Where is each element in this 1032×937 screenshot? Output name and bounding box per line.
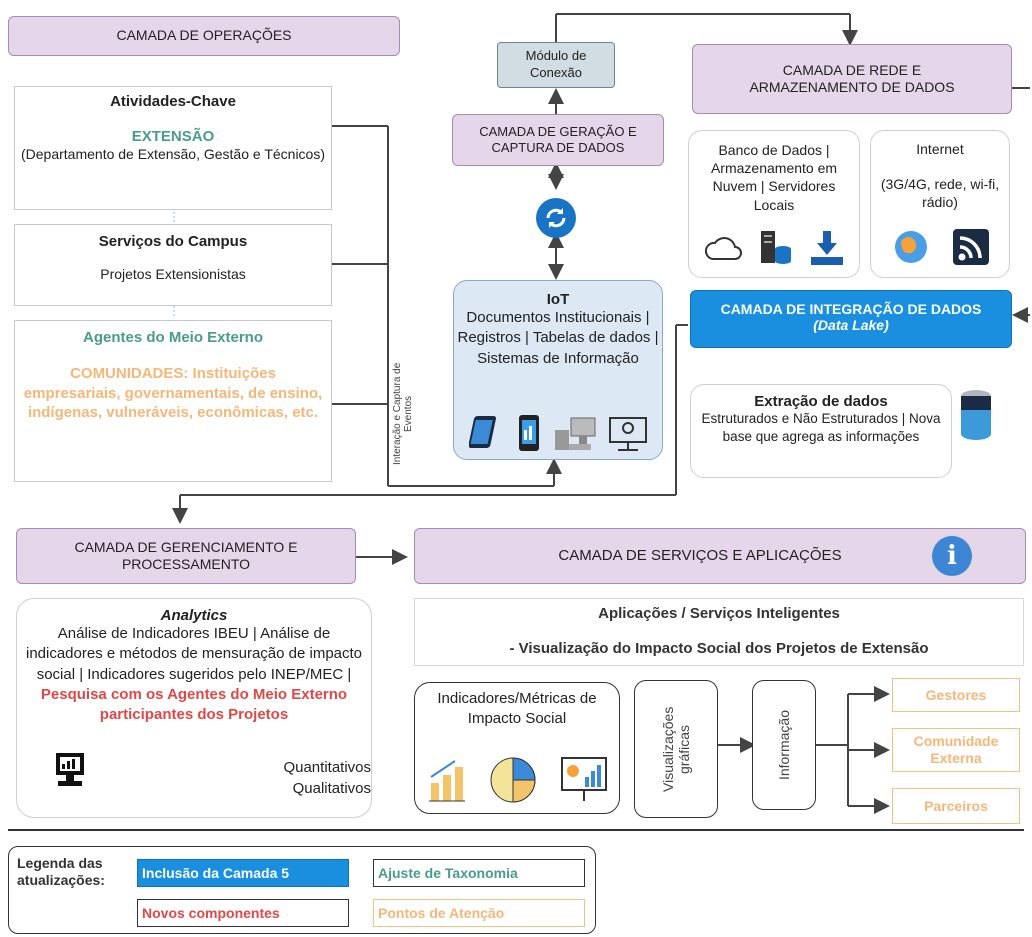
management-title: CAMADA DE GERENCIAMENTO E PROCESSAMENTO bbox=[74, 538, 298, 573]
legend-title: Legenda das atualizações: bbox=[17, 855, 105, 888]
operations-title: CAMADA DE OPERAÇÕES bbox=[116, 27, 292, 44]
legend-attention-points: Pontos de Atenção bbox=[373, 899, 585, 927]
graphic-visualizations-box: Visualizações gráficas bbox=[634, 680, 718, 818]
iot-description: Documentos Institucionais | Registros | … bbox=[457, 309, 659, 367]
legend-taxonomy-label: Ajuste de Taxonomia bbox=[378, 865, 518, 881]
information-box: Informação bbox=[752, 680, 816, 810]
management-layer-title: CAMADA DE GERENCIAMENTO E PROCESSAMENTO bbox=[16, 528, 356, 584]
data-extraction-box: Extração de dados Estruturados e Não Est… bbox=[690, 384, 952, 478]
output-managers: Gestores bbox=[892, 678, 1020, 712]
server-database-icon bbox=[761, 231, 791, 264]
impact-metrics-title: Indicadores/Métricas de Impacto Social bbox=[437, 690, 597, 727]
smart-apps-description: - Visualização do Impacto Social dos Pro… bbox=[509, 640, 929, 657]
information-label: Informação bbox=[776, 709, 792, 781]
smart-apps-box: Aplicações / Serviços Inteligentes - Vis… bbox=[414, 598, 1024, 666]
connection-module-label: Módulo de Conexão bbox=[525, 48, 587, 80]
legend-new-components-label: Novos componentes bbox=[142, 905, 280, 921]
output-external-community: Comunidade Externa bbox=[892, 728, 1020, 772]
integration-subtitle: (Data Lake) bbox=[813, 317, 889, 333]
analytics-box: Analytics Análise de Indicadores IBEU | … bbox=[16, 598, 372, 818]
qualitative-label: Qualitativos bbox=[292, 780, 371, 797]
legend-attention-points-label: Pontos de Atenção bbox=[378, 905, 505, 921]
legend-taxonomy: Ajuste de Taxonomia bbox=[373, 859, 585, 887]
data-lake-icon bbox=[961, 390, 991, 440]
output-partners: Parceiros bbox=[892, 788, 1020, 824]
download-storage-icon bbox=[811, 231, 843, 265]
output-partners-label: Parceiros bbox=[924, 798, 988, 814]
globe-icon bbox=[895, 231, 927, 263]
iot-box: IoT Documentos Institucionais | Registro… bbox=[453, 280, 663, 460]
key-activities-title: Atividades-Chave bbox=[110, 93, 236, 110]
data-extraction-description: Estruturados e Não Estruturados | Nova b… bbox=[701, 411, 941, 444]
internet-box: Internet (3G/4G, rede, wi-fi, rádio) bbox=[870, 130, 1010, 278]
extension-description: (Departamento de Extensão, Gestão e Técn… bbox=[20, 146, 325, 162]
growth-bar-chart-icon bbox=[429, 760, 465, 802]
output-managers-label: Gestores bbox=[925, 687, 987, 703]
operations-layer-title: CAMADA DE OPERAÇÕES bbox=[8, 16, 400, 56]
info-icon[interactable]: i bbox=[932, 536, 972, 576]
computer-analytics-icon bbox=[56, 753, 84, 786]
integration-layer-title: CAMADA DE INTEGRAÇÃO DE DADOS (Data Lake… bbox=[690, 290, 1012, 348]
iot-title: IoT bbox=[546, 291, 570, 308]
interaction-capture-label: Interação e Captura de Eventos bbox=[392, 362, 414, 466]
remote-work-icon bbox=[608, 417, 647, 451]
connection-module: Módulo de Conexão bbox=[497, 42, 615, 88]
wireless-signal-icon bbox=[953, 229, 989, 265]
database-storage-description: Banco de Dados | Armazenamento em Nuvem … bbox=[710, 142, 838, 213]
output-external-community-label: Comunidade Externa bbox=[913, 732, 999, 767]
internet-description: (3G/4G, rede, wi-fi, rádio) bbox=[880, 176, 1000, 211]
extension-label: EXTENSÃO bbox=[131, 128, 215, 145]
legend-new-layer-label: Inclusão da Camada 5 bbox=[142, 865, 290, 881]
pie-chart-icon bbox=[490, 757, 536, 803]
internet-title: Internet bbox=[916, 141, 964, 157]
legend: Legenda das atualizações: Inclusão da Ca… bbox=[8, 846, 596, 934]
services-title: CAMADA DE SERVIÇOS E APLICAÇÕES bbox=[558, 546, 842, 564]
generation-title: CAMADA DE GERAÇÃO E CAPTURA DE DADOS bbox=[479, 123, 637, 155]
presentation-chart-icon bbox=[561, 757, 607, 801]
graphic-visualizations-label: Visualizações gráficas bbox=[660, 706, 692, 792]
network-title: CAMADA DE REDE E ARMAZENAMENTO DE DADOS bbox=[749, 61, 955, 96]
database-storage-box: Banco de Dados | Armazenamento em Nuvem … bbox=[688, 130, 860, 278]
analytics-highlight: Pesquisa com os Agentes do Meio Externo … bbox=[40, 685, 348, 723]
legend-new-components: Novos componentes bbox=[137, 899, 349, 927]
data-extraction-title: Extração de dados bbox=[754, 393, 888, 410]
services-layer-title: CAMADA DE SERVIÇOS E APLICAÇÕES bbox=[414, 528, 1026, 584]
campus-services-description: Projetos Extensionistas bbox=[100, 266, 246, 282]
analytics-title: Analytics bbox=[160, 607, 228, 624]
sync-icon bbox=[536, 198, 576, 238]
tablet-icon bbox=[468, 416, 496, 448]
integration-title: CAMADA DE INTEGRAÇÃO DE DADOS bbox=[720, 301, 982, 317]
communities-text: COMUNIDADES: Instituições empresariais, … bbox=[23, 365, 323, 421]
analytics-description: Análise de Indicadores IBEU | Análise de… bbox=[25, 625, 363, 683]
key-activities-box: Atividades-Chave EXTENSÃO (Departamento … bbox=[14, 86, 332, 210]
campus-services-title: Serviços do Campus bbox=[98, 233, 248, 250]
desktop-computer-icon bbox=[554, 417, 595, 450]
impact-metrics-box: Indicadores/Métricas de Impacto Social bbox=[414, 682, 620, 814]
smartphone-icon bbox=[518, 415, 539, 451]
campus-services-box: Serviços do Campus Projetos Extensionist… bbox=[14, 224, 332, 306]
legend-new-layer: Inclusão da Camada 5 bbox=[137, 859, 349, 887]
cloud-icon bbox=[704, 237, 742, 260]
external-agents-box: Agentes do Meio Externo COMUNIDADES: Ins… bbox=[14, 320, 332, 482]
quantitative-label: Quantitativos bbox=[283, 759, 371, 776]
smart-apps-title: Aplicações / Serviços Inteligentes bbox=[598, 605, 840, 622]
network-layer-title: CAMADA DE REDE E ARMAZENAMENTO DE DADOS bbox=[692, 44, 1012, 114]
generation-layer-title: CAMADA DE GERAÇÃO E CAPTURA DE DADOS bbox=[452, 114, 664, 166]
external-agents-title: Agentes do Meio Externo bbox=[82, 329, 264, 346]
